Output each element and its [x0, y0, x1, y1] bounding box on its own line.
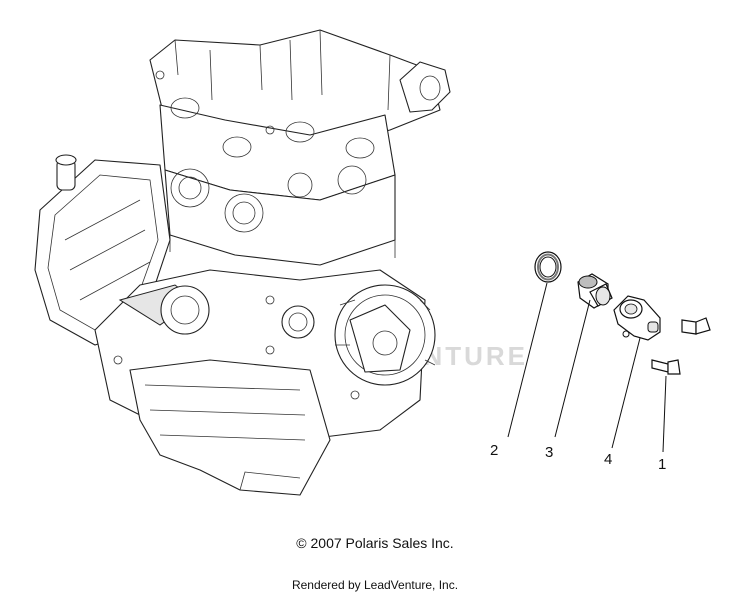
leader-line-3 [554, 299, 591, 438]
leader-line-4 [611, 337, 641, 449]
part-2-seal-ring [534, 251, 562, 283]
leader-line-1 [662, 375, 667, 453]
rendered-by-text: Rendered by LeadVenture, Inc. [291, 578, 459, 592]
leader-line-2 [507, 282, 548, 438]
callout-4: 4 [604, 451, 612, 468]
part-3-thermostat [577, 273, 613, 309]
part-1-bolts [651, 317, 711, 375]
part-4-thermostat-housing [613, 295, 661, 341]
engine-illustration [34, 29, 451, 496]
copyright-text: © 2007 Polaris Sales Inc. [296, 535, 454, 551]
callout-3: 3 [545, 444, 553, 461]
callout-1: 1 [658, 456, 666, 473]
callout-2: 2 [490, 442, 498, 459]
